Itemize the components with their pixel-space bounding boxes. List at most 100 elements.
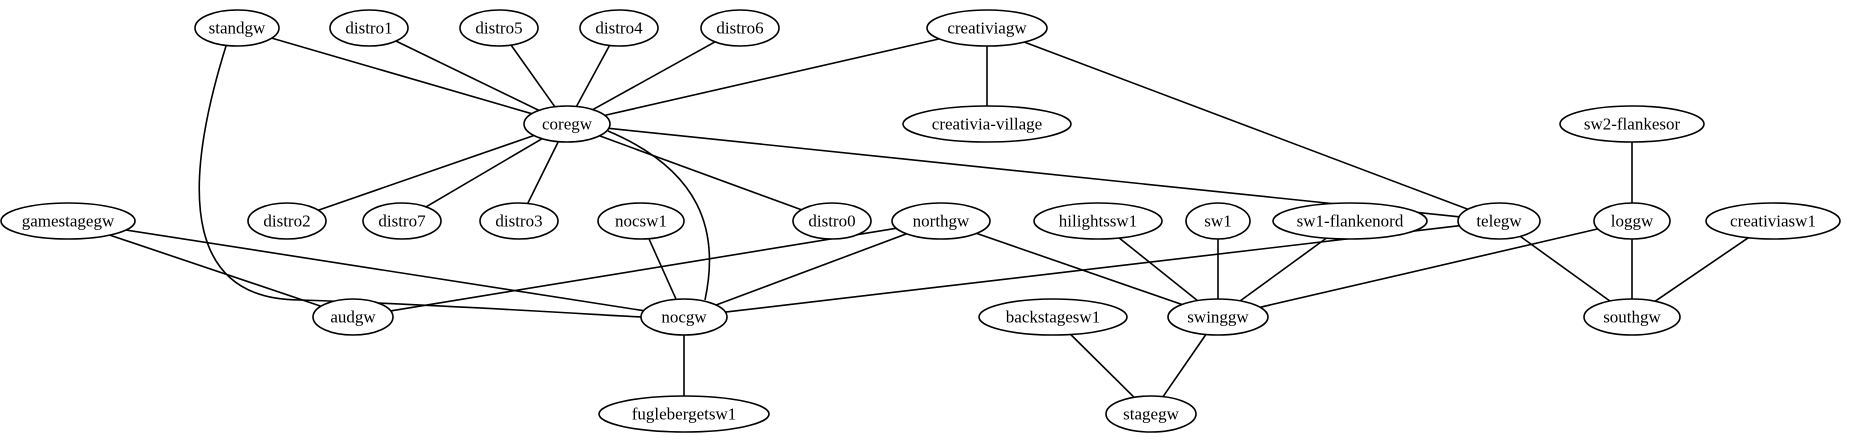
node-label: swinggw bbox=[1187, 308, 1249, 327]
node-ellipse bbox=[1583, 298, 1681, 336]
node-label: distro7 bbox=[378, 212, 426, 231]
edge-distro1-coregw bbox=[395, 40, 540, 112]
node-label: backstagesw1 bbox=[1006, 308, 1100, 327]
node-backstagesw1: backstagesw1 bbox=[978, 298, 1128, 336]
node-label: distro4 bbox=[595, 19, 643, 38]
edge-sw1-flankenord-swinggw bbox=[1239, 237, 1327, 302]
node-ellipse bbox=[579, 9, 659, 47]
node-sw1-flankenord: sw1-flankenord bbox=[1272, 202, 1428, 240]
node-label: stagegw bbox=[1123, 405, 1179, 424]
node-coregw: coregw bbox=[523, 105, 611, 143]
node-creativiagw: creativiagw bbox=[926, 9, 1048, 47]
edge-gamestagegw-nocgw bbox=[125, 229, 644, 312]
node-ellipse bbox=[312, 298, 394, 336]
edge-coregw-distro0 bbox=[599, 135, 802, 211]
node-ellipse bbox=[891, 202, 991, 240]
node-ellipse bbox=[978, 298, 1128, 336]
node-label: distro1 bbox=[345, 19, 392, 38]
node-ellipse bbox=[1457, 202, 1541, 240]
node-nocgw: nocgw bbox=[640, 298, 728, 336]
edge-coregw-nocgw bbox=[607, 130, 711, 301]
node-label: standgw bbox=[209, 19, 266, 38]
node-loggw: loggw bbox=[1593, 202, 1671, 240]
node-ellipse bbox=[194, 9, 280, 47]
node-ellipse bbox=[700, 9, 780, 47]
edge-creativiasw1-southgw bbox=[1654, 237, 1749, 302]
node-label: distro0 bbox=[808, 212, 855, 231]
node-creativia-village: creativia-village bbox=[902, 105, 1072, 143]
node-ellipse bbox=[926, 9, 1048, 47]
edge-northgw-audgw bbox=[390, 227, 897, 312]
edge-coregw-distro3 bbox=[526, 141, 560, 204]
node-ellipse bbox=[640, 298, 728, 336]
node-label: telegw bbox=[1476, 212, 1522, 231]
edge-coregw-telegw bbox=[608, 127, 1460, 218]
node-ellipse bbox=[0, 202, 136, 240]
node-distro0: distro0 bbox=[792, 202, 872, 240]
node-standgw: standgw bbox=[194, 9, 280, 47]
node-gamestagegw: gamestagegw bbox=[0, 202, 136, 240]
node-ellipse bbox=[1033, 202, 1163, 240]
node-ellipse bbox=[1167, 298, 1269, 336]
node-ellipse bbox=[1185, 202, 1251, 240]
node-ellipse bbox=[902, 105, 1072, 143]
edge-standgw-coregw bbox=[271, 37, 532, 115]
node-ellipse bbox=[479, 202, 559, 240]
node-southgw: southgw bbox=[1583, 298, 1681, 336]
edge-gamestagegw-audgw bbox=[109, 234, 322, 307]
node-distro2: distro2 bbox=[247, 202, 327, 240]
node-ellipse bbox=[1559, 105, 1705, 143]
node-creativiasw1: creativiasw1 bbox=[1705, 202, 1841, 240]
node-label: creativiasw1 bbox=[1730, 212, 1816, 231]
node-hilightssw1: hilightssw1 bbox=[1033, 202, 1163, 240]
edge-backstagesw1-stagegw bbox=[1070, 333, 1135, 398]
node-label: creativiagw bbox=[947, 19, 1027, 38]
node-ellipse bbox=[1272, 202, 1428, 240]
edge-hilightssw1-swinggw bbox=[1118, 237, 1198, 302]
node-ellipse bbox=[459, 9, 539, 47]
edge-creativiagw-telegw bbox=[1024, 41, 1469, 211]
node-ellipse bbox=[362, 202, 442, 240]
node-ellipse bbox=[792, 202, 872, 240]
node-ellipse bbox=[598, 395, 770, 433]
node-ellipse bbox=[597, 202, 685, 240]
node-sw1: sw1 bbox=[1185, 202, 1251, 240]
node-distro5: distro5 bbox=[459, 9, 539, 47]
node-label: northgw bbox=[913, 212, 970, 231]
node-fuglebergetsw1: fuglebergetsw1 bbox=[598, 395, 770, 433]
edge-distro6-coregw bbox=[592, 41, 716, 111]
node-label: audgw bbox=[330, 308, 376, 327]
node-label: sw1-flankenord bbox=[1297, 212, 1404, 231]
node-label: creativia-village bbox=[932, 115, 1042, 134]
node-distro4: distro4 bbox=[579, 9, 659, 47]
edge-telegw-nocgw bbox=[725, 224, 1460, 313]
node-ellipse bbox=[523, 105, 611, 143]
nodes-layer: standgw distro1 distro5 distro4 distro6 creat… bbox=[0, 9, 1841, 433]
edges-layer bbox=[109, 37, 1749, 398]
node-ellipse bbox=[1705, 202, 1841, 240]
node-label: gamestagegw bbox=[22, 212, 115, 231]
edge-northgw-nocgw bbox=[715, 233, 907, 306]
node-label: coregw bbox=[542, 115, 593, 134]
node-label: distro2 bbox=[263, 212, 310, 231]
node-ellipse bbox=[1105, 395, 1197, 433]
node-label: nocsw1 bbox=[615, 212, 667, 231]
edge-telegw-southgw bbox=[1519, 235, 1611, 302]
node-distro6: distro6 bbox=[700, 9, 780, 47]
node-distro3: distro3 bbox=[479, 202, 559, 240]
node-nocsw1: nocsw1 bbox=[597, 202, 685, 240]
edge-swinggw-stagegw bbox=[1162, 334, 1207, 398]
node-label: distro6 bbox=[716, 19, 763, 38]
node-label: fuglebergetsw1 bbox=[632, 405, 737, 424]
edge-nocsw1-nocgw bbox=[648, 238, 677, 300]
node-label: sw2-flankesor bbox=[1584, 115, 1681, 134]
node-ellipse bbox=[247, 202, 327, 240]
node-label: loggw bbox=[1611, 212, 1654, 231]
edge-distro5-coregw bbox=[510, 44, 556, 108]
edge-distro4-coregw bbox=[575, 45, 611, 107]
node-label: nocgw bbox=[661, 308, 707, 327]
edge-coregw-distro7 bbox=[425, 138, 543, 208]
node-distro7: distro7 bbox=[362, 202, 442, 240]
node-sw2-flankesor: sw2-flankesor bbox=[1559, 105, 1705, 143]
